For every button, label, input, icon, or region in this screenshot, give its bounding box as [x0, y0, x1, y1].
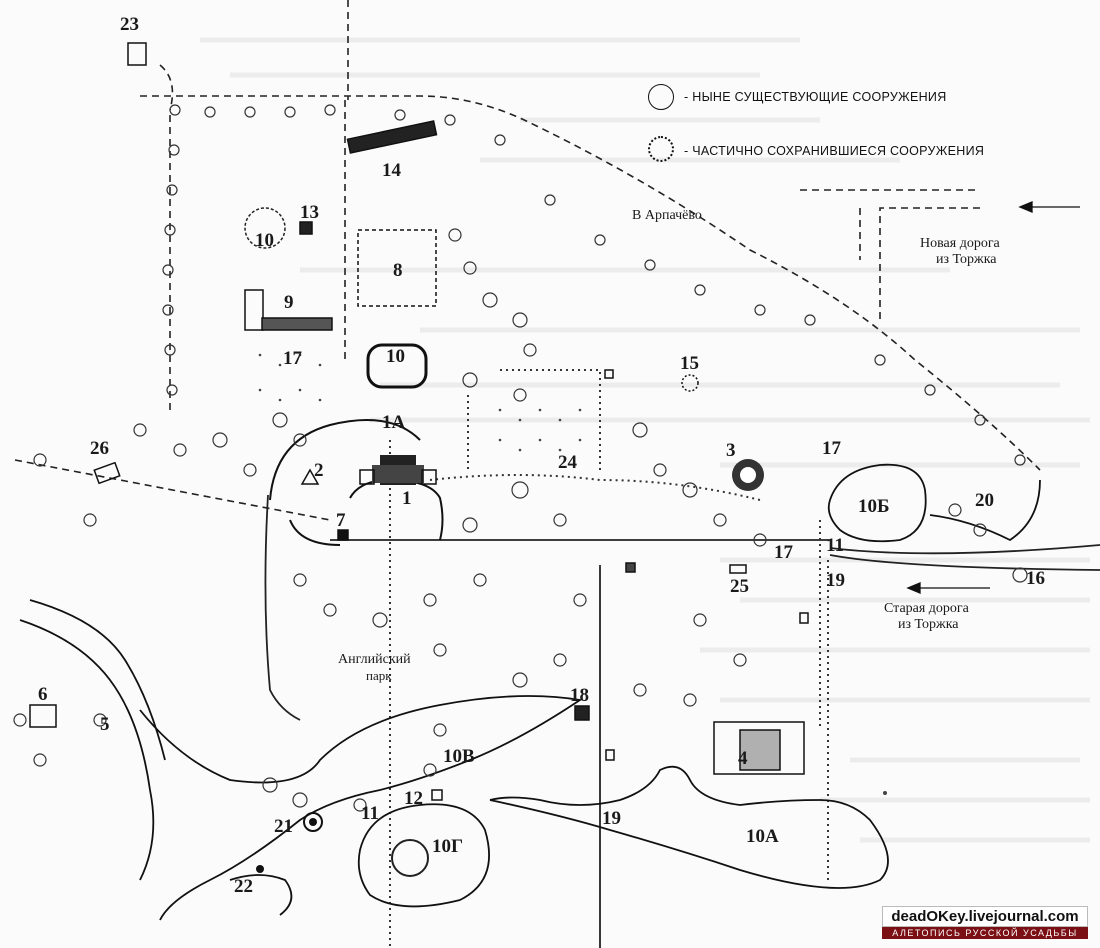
orchard-dots [258, 353, 887, 795]
number-5: 5 [100, 714, 110, 735]
number-25: 25 [730, 576, 749, 597]
pond-10g [357, 803, 490, 908]
trees [13, 104, 1028, 812]
number-10v: 10В [443, 746, 475, 767]
roads [14, 0, 1041, 521]
ponds [19, 463, 1041, 921]
number-6: 6 [38, 684, 48, 705]
pond-20 [929, 479, 1041, 542]
place-old-road-2: из Торжка [898, 617, 959, 632]
place-park-2: парк [366, 668, 392, 683]
number-17-se: 17 [774, 542, 793, 563]
number-13: 13 [300, 202, 319, 223]
number-18: 18 [570, 685, 589, 706]
number-10a: 10А [746, 826, 779, 847]
number-24: 24 [558, 452, 577, 473]
place-arpachevo: В Арпачёво [632, 208, 702, 223]
number-2: 2 [314, 460, 324, 481]
number-17-ne: 17 [822, 438, 841, 459]
number-3: 3 [726, 440, 736, 461]
paths-dotted [389, 369, 829, 948]
old-road [264, 494, 1100, 948]
number-26: 26 [90, 438, 109, 459]
pond-10a [489, 765, 889, 889]
number-11-east: 11 [826, 535, 844, 556]
number-20: 20 [975, 490, 994, 511]
number-10b: 10Б [858, 496, 890, 517]
pond-22 [229, 874, 293, 916]
credit-watermark: deadOKey.livejournal.com АЛЕТОПИСЬ РУССК… [882, 906, 1088, 942]
number-11-south: 11 [361, 803, 379, 824]
number-19-east: 19 [826, 570, 845, 591]
place-old-road: Старая дорога [884, 601, 969, 616]
credit-site: deadOKey.livejournal.com [882, 906, 1088, 927]
number-19-south: 19 [602, 808, 621, 829]
number-16: 16 [1026, 568, 1045, 589]
number-4: 4 [738, 748, 748, 769]
buildings [29, 42, 809, 801]
pond-10v [139, 695, 583, 921]
background-texture [200, 37, 1090, 843]
number-17-nw: 17 [283, 348, 302, 369]
legend-existing-label: - НЫНЕ СУЩЕСТВУЮЩИЕ СООРУЖЕНИЯ [684, 90, 947, 104]
road-arrows [906, 201, 1080, 594]
place-new-road-2: из Торжка [936, 252, 997, 267]
legend-existing-icon [648, 84, 674, 110]
number-1: 1 [402, 488, 412, 509]
round-structures [244, 207, 764, 877]
gazebo-2-triangle [300, 468, 320, 485]
place-park: Английский [338, 652, 411, 667]
credit-tagline: АЛЕТОПИСЬ РУССКОЙ УСАДЬБЫ [882, 927, 1088, 939]
number-21: 21 [274, 816, 293, 837]
number-14: 14 [382, 160, 401, 181]
number-22: 22 [234, 876, 253, 897]
number-10-west: 10 [255, 230, 274, 251]
pond-10b [827, 463, 927, 543]
number-1a: 1А [382, 412, 406, 433]
stream-west [19, 619, 155, 881]
main-house [359, 455, 437, 485]
legend-partial-label: - ЧАСТИЧНО СОХРАНИВШИЕСЯ СООРУЖЕНИЯ [684, 144, 985, 158]
number-7: 7 [336, 510, 346, 531]
stream-west-2 [29, 599, 166, 761]
number-9: 9 [284, 292, 294, 313]
number-8: 8 [393, 260, 403, 281]
number-10-center: 10 [386, 346, 405, 367]
number-12: 12 [404, 788, 423, 809]
place-new-road: Новая дорога [920, 236, 1000, 251]
legend-partial-icon [648, 136, 674, 162]
number-15: 15 [680, 353, 699, 374]
number-10g: 10Г [432, 836, 464, 857]
number-23: 23 [120, 14, 139, 35]
